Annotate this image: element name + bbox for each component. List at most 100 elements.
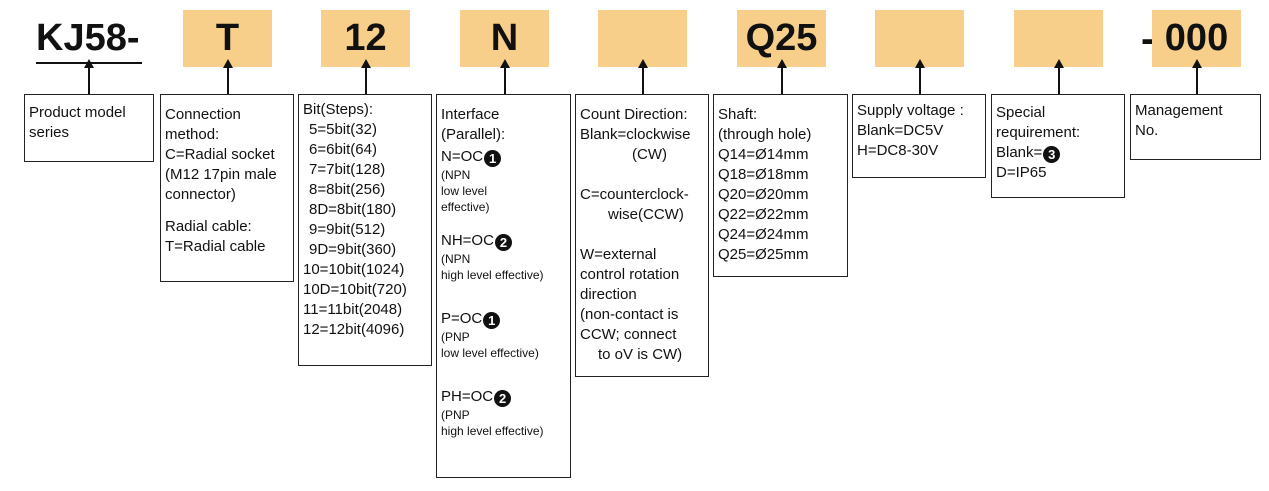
arrow-special: [1054, 59, 1064, 94]
direction-line-6: W=external: [580, 246, 657, 263]
interface-note: (NPN: [441, 168, 471, 182]
product-line-1: Product model: [29, 104, 126, 121]
desc-product-model: Product model series: [24, 94, 154, 162]
arrow-connection: [223, 59, 233, 94]
interface-note: low level: [441, 184, 488, 198]
direction-line-1: Count Direction:: [580, 106, 688, 123]
interface-note: (NPN: [441, 252, 471, 266]
model-series: KJ58-: [36, 17, 140, 59]
direction-line-9: (non-contact is: [580, 306, 679, 323]
note-marker-3-icon: 3: [1043, 146, 1061, 163]
desc-count-direction: Count Direction: Blank=clockwise (CW) C=…: [575, 94, 709, 377]
special-line-2: requirement:: [996, 124, 1081, 141]
product-line-2: series: [29, 124, 70, 141]
interface-item-label: N=OC: [441, 148, 484, 165]
direction-line-8: direction: [580, 286, 637, 303]
code-box-bits: 12: [321, 10, 410, 67]
bits-option: 6=6bit(64): [309, 141, 377, 158]
special-ip: D=IP65: [996, 164, 1047, 181]
bits-option: 11=11bit(2048): [303, 301, 403, 318]
bits-option: 9D=9bit(360): [309, 241, 397, 258]
desc-bits: Bit(Steps): 5=5bit(32) 6=6bit(64) 7=7bit…: [298, 94, 432, 366]
bits-option: 10D=10bit(720): [303, 281, 407, 298]
desc-connection: Connection method: C=Radial socket (M12 …: [160, 94, 294, 282]
management-line-1: Management: [1135, 102, 1223, 119]
interface-note: (PNP: [441, 408, 470, 422]
arrow-shaft: [777, 59, 787, 94]
shaft-option: Q25=Ø25mm: [718, 246, 809, 263]
direction-line-5: wise(CCW): [608, 206, 684, 223]
shaft-line-2: (through hole): [718, 126, 812, 143]
special-blank-label: Blank=: [996, 144, 1043, 161]
bits-option: 7=7bit(128): [309, 161, 386, 178]
shaft-option: Q14=Ø14mm: [718, 146, 809, 163]
arrow-interface: [500, 59, 510, 94]
shaft-line-1: Shaft:: [718, 106, 758, 123]
code-box-interface: N: [460, 10, 549, 67]
connection-line-3: C=Radial socket: [165, 146, 275, 163]
interface-title-2: (Parallel):: [441, 126, 506, 143]
note-marker-1-icon: 1: [483, 312, 501, 329]
separator-dash: -: [1141, 17, 1155, 61]
direction-line-4: C=counterclock-: [580, 186, 689, 203]
bits-option: 5=5bit(32): [309, 121, 377, 138]
voltage-line-3: H=DC8-30V: [857, 142, 939, 159]
interface-note: effective): [441, 200, 490, 214]
desc-supply-voltage: Supply voltage : Blank=DC5V H=DC8-30V: [852, 94, 986, 178]
interface-note: low level effective): [441, 346, 539, 360]
interface-item-label: NH=OC: [441, 232, 494, 249]
special-blank: Blank=3: [996, 143, 1120, 163]
code-box-management: 000: [1152, 10, 1241, 67]
interface-item-label: P=OC: [441, 310, 483, 327]
connection-line-4: (M12 17pin male: [165, 166, 277, 183]
code-box-shaft: Q25: [737, 10, 826, 67]
code-box-special: [1014, 10, 1103, 67]
code-box-direction: [598, 10, 687, 67]
voltage-line-2: Blank=DC5V: [857, 122, 944, 139]
desc-special-requirement: Special requirement: Blank=3 D=IP65: [991, 94, 1125, 198]
note-marker-2-icon: 2: [494, 234, 512, 251]
bits-option: 8D=8bit(180): [309, 201, 397, 218]
direction-line-10: CCW; connect: [580, 326, 677, 343]
bits-option: 9=9bit(512): [309, 221, 386, 238]
voltage-line-1: Supply voltage :: [857, 102, 964, 119]
interface-title-1: Interface: [441, 106, 500, 123]
bits-option: 8=8bit(256): [309, 181, 386, 198]
connection-line-6: Radial cable:: [165, 218, 252, 235]
arrow-product: [84, 59, 94, 94]
direction-line-2: Blank=clockwise: [580, 126, 691, 143]
connection-line-2: method:: [165, 126, 220, 143]
note-marker-1-icon: 1: [484, 150, 502, 167]
code-box-connection: T: [183, 10, 272, 67]
note-marker-2-icon: 2: [494, 390, 512, 407]
interface-note: (PNP: [441, 330, 470, 344]
direction-line-7: control rotation: [580, 266, 680, 283]
arrow-direction: [638, 59, 648, 94]
model-code-row: KJ58- T 12 N Q25 - 000: [0, 0, 1269, 70]
arrow-management: [1192, 59, 1202, 94]
connection-line-1: Connection: [165, 106, 241, 123]
shaft-option: Q22=Ø22mm: [718, 206, 809, 223]
shaft-option: Q24=Ø24mm: [718, 226, 809, 243]
connection-line-7: T=Radial cable: [165, 238, 266, 255]
management-line-2: No.: [1135, 122, 1159, 139]
special-line-1: Special: [996, 104, 1046, 121]
bits-title: Bit(Steps):: [303, 101, 374, 118]
desc-management-no: Management No.: [1130, 94, 1261, 160]
shaft-option: Q18=Ø18mm: [718, 166, 809, 183]
arrow-voltage: [915, 59, 925, 94]
interface-item-label: PH=OC: [441, 388, 494, 405]
interface-note: high level effective): [441, 424, 544, 438]
interface-note: high level effective): [441, 268, 544, 282]
direction-line-11: to oV is CW): [598, 346, 683, 363]
desc-shaft: Shaft: (through hole) Q14=Ø14mm Q18=Ø18m…: [713, 94, 848, 277]
shaft-option: Q20=Ø20mm: [718, 186, 809, 203]
bits-option: 10=10bit(1024): [303, 261, 405, 278]
connection-line-5: connector): [165, 186, 236, 203]
bits-option: 12=12bit(4096): [303, 321, 405, 338]
